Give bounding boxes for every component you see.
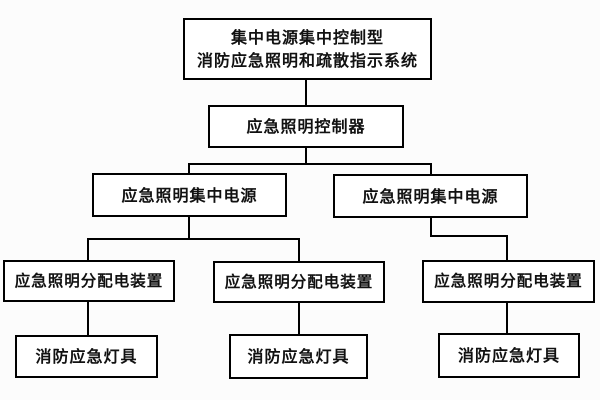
node-system-line1: 集中电源集中控制型 — [230, 28, 384, 47]
node-controller: 应急照明控制器 — [208, 105, 404, 148]
connector-distribution-lamp-right — [506, 303, 508, 333]
node-system-line2: 消防应急照明和疏散指示系统 — [196, 51, 418, 70]
node-central-power-left-label: 应急照明集中电源 — [121, 185, 258, 205]
node-distribution-right-label: 应急照明分配电装置 — [434, 272, 583, 290]
node-lamp-right-label: 消防应急灯具 — [457, 346, 560, 365]
node-lamp-middle: 消防应急灯具 — [229, 334, 368, 379]
node-system: 集中电源集中控制型 消防应急照明和疏散指示系统 — [183, 18, 432, 80]
connector-drop-power-right — [430, 163, 432, 174]
connector-drop-power-left — [188, 163, 190, 173]
connector-power-left-stem — [188, 217, 190, 240]
node-central-power-right: 应急照明集中电源 — [333, 174, 528, 218]
connector-distribution-lamp-middle — [298, 303, 300, 334]
node-distribution-left: 应急照明分配电装置 — [3, 260, 175, 302]
connector-controller-stem — [305, 148, 307, 165]
node-controller-label: 应急照明控制器 — [246, 117, 366, 136]
connector-power-bus — [188, 163, 432, 165]
connector-distribution-lamp-left — [87, 302, 89, 335]
node-distribution-middle: 应急照明分配电装置 — [213, 261, 385, 303]
node-lamp-left: 消防应急灯具 — [15, 335, 158, 378]
node-lamp-left-label: 消防应急灯具 — [35, 347, 138, 366]
node-central-power-left: 应急照明集中电源 — [92, 173, 287, 217]
node-distribution-right: 应急照明分配电装置 — [422, 260, 595, 303]
node-lamp-middle-label: 消防应急灯具 — [247, 347, 350, 366]
connector-drop-distribution-middle — [298, 238, 300, 261]
connector-drop-distribution-left — [87, 238, 89, 260]
node-central-power-right-label: 应急照明集中电源 — [362, 186, 499, 206]
connector-distribution-bus — [87, 238, 300, 240]
connector-drop-distribution-right — [506, 235, 508, 260]
connector-system-controller — [305, 80, 307, 105]
node-lamp-right: 消防应急灯具 — [438, 333, 580, 378]
connector-power-right-step — [430, 235, 508, 237]
connector-power-right-stem — [430, 218, 432, 237]
node-distribution-left-label: 应急照明分配电装置 — [14, 271, 164, 290]
node-distribution-middle-label: 应急照明分配电装置 — [224, 272, 374, 291]
